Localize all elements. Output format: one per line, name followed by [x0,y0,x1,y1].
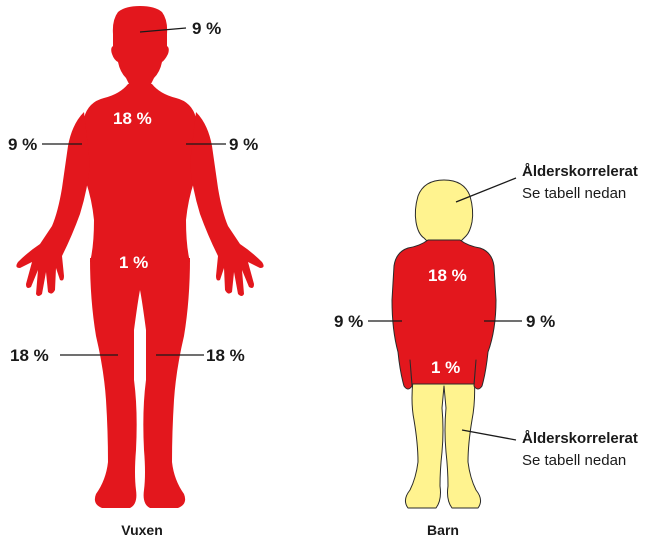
adult-torso-label: 18 % [113,109,152,128]
adult-legs [90,258,190,508]
child-legs-note-sub: Se tabell nedan [522,452,626,469]
child-torso-label: 18 % [428,266,467,285]
adult-caption: Vuxen [121,522,163,538]
child-caption: Barn [427,522,459,538]
child-arm-right-label: 9 % [526,312,555,331]
child-figure [392,180,496,508]
adult-head [111,6,169,86]
child-head-note-sub: Se tabell nedan [522,185,626,202]
adult-genital-label: 1 % [119,253,148,272]
adult-leg-left-label: 18 % [10,346,49,365]
child-genital-label: 1 % [431,358,460,377]
adult-arm-right-label: 9 % [229,135,258,154]
child-legs-note-title: Ålderskorrelerat [522,430,638,447]
adult-head-label: 9 % [192,19,221,38]
child-arm-left-label: 9 % [334,312,363,331]
adult-arm-left-label: 9 % [8,135,37,154]
child-head-note-title: Ålderskorrelerat [522,163,638,180]
child-head [415,180,472,242]
adult-leg-right-label: 18 % [206,346,245,365]
child-legs [405,372,480,508]
